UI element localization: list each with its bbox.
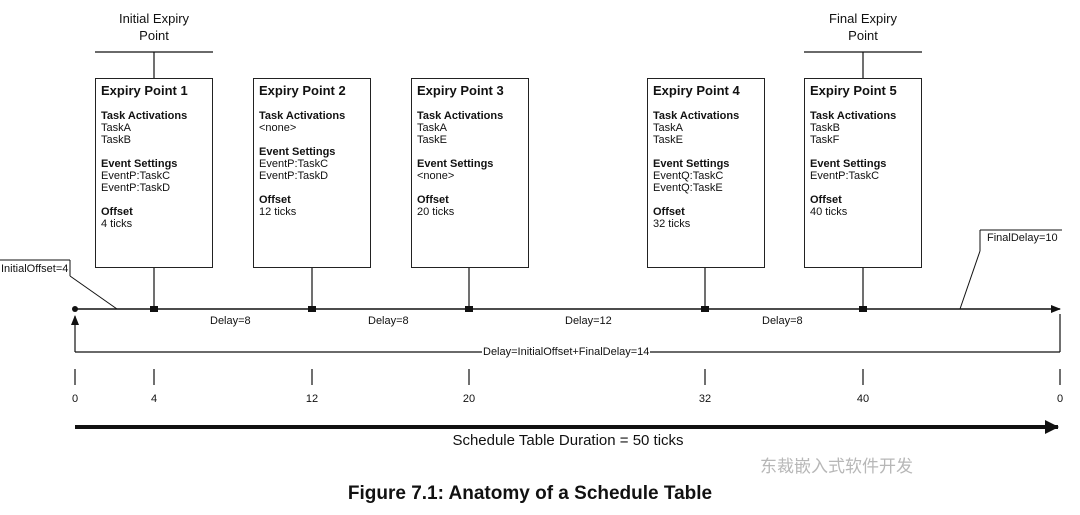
tick-marks <box>74 369 1061 385</box>
section-heading: Task Activations <box>653 110 740 122</box>
expiry-point-title: Expiry Point 2 <box>259 83 346 98</box>
expiry-point-title: Expiry Point 1 <box>101 83 188 98</box>
expiry-point-box-2: Expiry Point 2 Task Activations<none> Even… <box>253 78 371 268</box>
section-item: <none> <box>417 170 455 182</box>
section-item: TaskA <box>653 122 683 134</box>
tick-label: 0 <box>71 393 79 405</box>
wrap-delay-label: Delay=InitialOffset+FinalDelay=14 <box>482 346 651 358</box>
figure-title: Figure 7.1: Anatomy of a Schedule Table <box>347 483 713 504</box>
section-heading: Task Activations <box>259 110 346 122</box>
expiry-point-marker-2 <box>308 306 316 312</box>
delay-label: Delay=8 <box>210 315 251 327</box>
section-item: EventP:TaskD <box>259 170 329 182</box>
tick-label: 32 <box>698 393 712 405</box>
tick-label: 4 <box>150 393 158 405</box>
expiry-point-title: Expiry Point 3 <box>417 83 504 98</box>
section-item: TaskF <box>810 134 840 146</box>
initial-offset-label: InitialOffset=4 <box>1 263 69 275</box>
expiry-point-title: Expiry Point 4 <box>653 83 740 98</box>
section-item: 40 ticks <box>810 206 848 218</box>
expiry-point-markers <box>150 306 867 312</box>
final-delay-leader <box>959 250 981 310</box>
section-item: TaskA <box>101 122 131 134</box>
section-heading: Event Settings <box>259 146 336 158</box>
expiry-point-marker-4 <box>701 306 709 312</box>
section-item: 32 ticks <box>653 218 691 230</box>
section-heading: Offset <box>259 194 291 206</box>
section-heading: Offset <box>101 206 133 218</box>
delay-label: Delay=8 <box>368 315 409 327</box>
section-item: 20 ticks <box>417 206 455 218</box>
section-item: EventP:TaskD <box>101 182 171 194</box>
expiry-point-title: Expiry Point 5 <box>810 83 897 98</box>
section-item: EventP:TaskC <box>259 158 329 170</box>
section-item: EventQ:TaskC <box>653 170 724 182</box>
section-heading: Event Settings <box>101 158 178 170</box>
tick-label: 40 <box>856 393 870 405</box>
tick-label: 20 <box>462 393 476 405</box>
delay-label: Delay=12 <box>565 315 612 327</box>
section-heading: Event Settings <box>653 158 730 170</box>
delay-label: Delay=8 <box>762 315 803 327</box>
section-item: TaskE <box>417 134 447 146</box>
expiry-point-marker-3 <box>465 306 473 312</box>
section-heading: Offset <box>653 206 685 218</box>
initial-offset-leader <box>69 275 118 310</box>
section-heading: Event Settings <box>417 158 494 170</box>
section-item: TaskB <box>101 134 131 146</box>
section-item: 12 ticks <box>259 206 297 218</box>
section-heading: Task Activations <box>101 110 188 122</box>
final-delay-label: FinalDelay=10 <box>987 232 1058 244</box>
section-heading: Task Activations <box>810 110 897 122</box>
section-item: EventP:TaskC <box>101 170 171 182</box>
section-item: TaskB <box>810 122 840 134</box>
section-heading: Offset <box>810 194 842 206</box>
section-item: TaskA <box>417 122 447 134</box>
section-heading: Event Settings <box>810 158 887 170</box>
timeline-start-dot <box>72 306 78 312</box>
expiry-point-marker-5 <box>859 306 867 312</box>
section-item: <none> <box>259 122 297 134</box>
initial-expiry-label: Initial Expiry Point <box>118 11 190 43</box>
section-heading: Offset <box>417 194 449 206</box>
section-item: TaskE <box>653 134 683 146</box>
tick-label: 12 <box>305 393 319 405</box>
duration-label: Schedule Table Duration = 50 ticks <box>452 432 684 449</box>
tick-label: 0 <box>1056 393 1064 405</box>
section-item: 4 ticks <box>101 218 133 230</box>
box-connectors <box>153 268 864 309</box>
final-expiry-label: Final Expiry Point <box>829 11 897 43</box>
watermark-text: 东裁嵌入式软件开发 <box>760 457 913 476</box>
section-item: EventQ:TaskE <box>653 182 723 194</box>
section-heading: Task Activations <box>417 110 504 122</box>
expiry-point-marker-1 <box>150 306 158 312</box>
section-item: EventP:TaskC <box>810 170 880 182</box>
